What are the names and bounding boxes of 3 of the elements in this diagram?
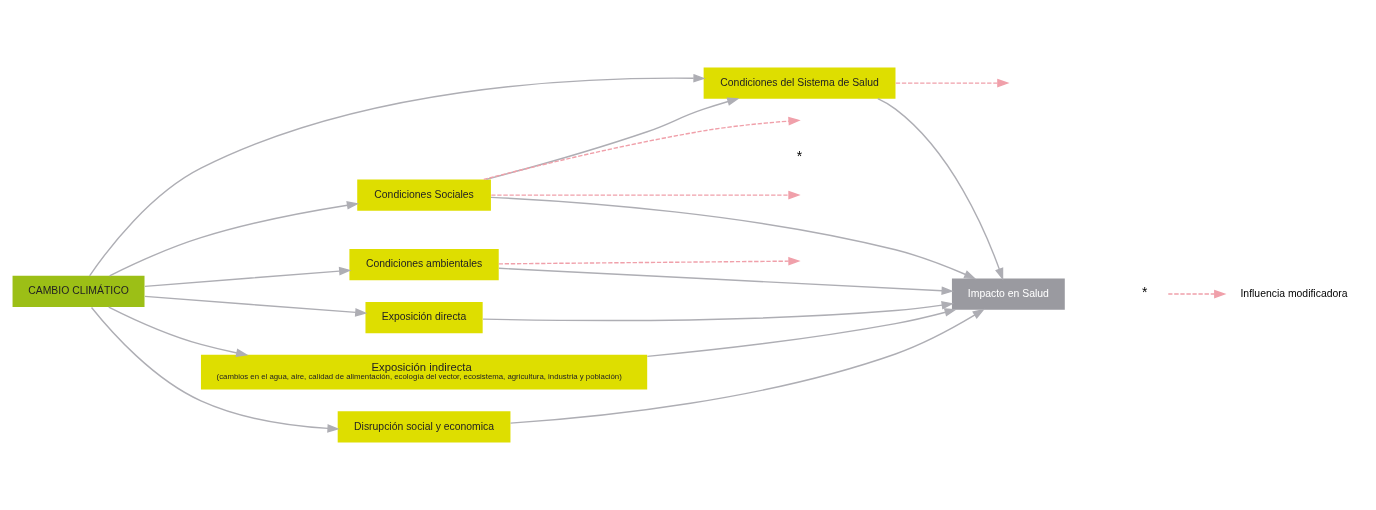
label: * [1141, 284, 1148, 301]
legend-label: Influencia modificadora [1240, 287, 1348, 299]
label: * [796, 148, 803, 165]
